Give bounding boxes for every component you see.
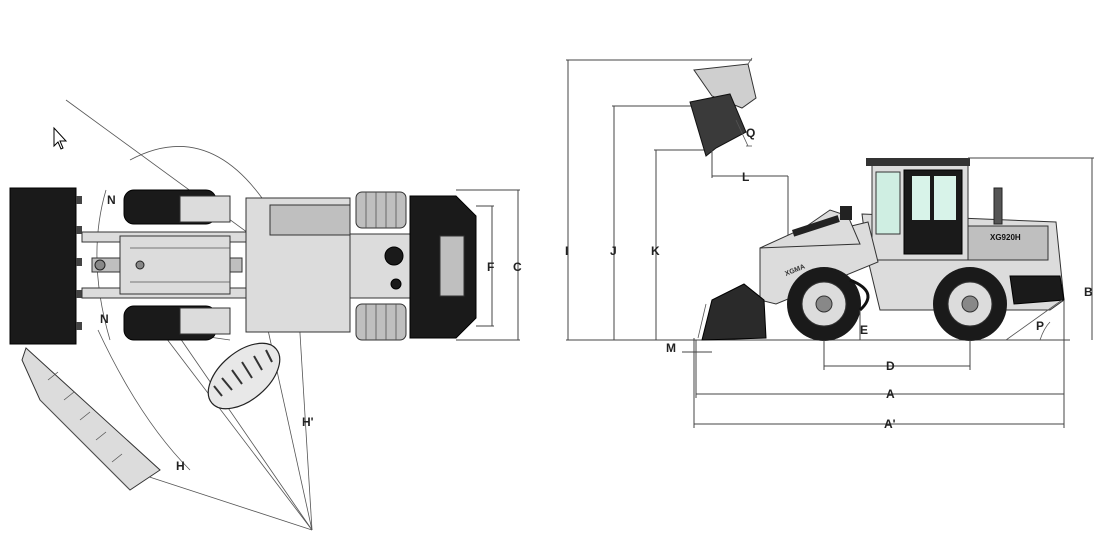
dimension-c (456, 189, 520, 341)
label-a-prime: A' (884, 417, 896, 431)
bucket-lowered (701, 283, 767, 341)
rear-wheel (933, 267, 1007, 341)
label-k: K (651, 244, 660, 258)
tire-turned (207, 342, 281, 410)
label-n-upper: N (107, 193, 116, 207)
loader-arms-top (81, 231, 253, 299)
label-m: M (666, 341, 676, 355)
label-n-lower: N (100, 312, 109, 326)
dimension-f (476, 205, 494, 327)
dimension-a (695, 300, 1065, 428)
label-f: F (487, 260, 494, 274)
loader-side: XG920H XGMA (697, 158, 1065, 341)
dimension-d (823, 340, 971, 370)
label-d: D (886, 359, 895, 373)
label-h-prime: H' (302, 415, 314, 429)
label-p: P (1036, 319, 1044, 333)
label-i: I (565, 244, 568, 258)
label-q: Q (746, 126, 755, 140)
mouse-pointer-icon (53, 126, 68, 150)
label-b: B (1084, 285, 1093, 299)
rear-tire-upper (355, 191, 407, 229)
dimension-i (566, 59, 752, 340)
label-e: E (860, 323, 868, 337)
exhaust-top-icon (384, 246, 404, 266)
side-view: XG920H XGMA (565, 57, 1094, 431)
label-l: L (742, 170, 749, 184)
bucket-raised-dump (689, 93, 752, 157)
model-label: XG920H (990, 233, 1021, 242)
bucket-top (9, 187, 77, 345)
dimension-a-prime (693, 356, 1064, 428)
label-c: C (513, 260, 522, 274)
exhaust-pipe (993, 187, 1003, 225)
cab (866, 158, 970, 261)
top-view: N N F C H H' (9, 99, 522, 531)
dimension-l (711, 150, 789, 240)
label-h: H (176, 459, 185, 473)
dimension-k (654, 149, 706, 340)
bucket-raised-full (693, 57, 757, 109)
label-a: A (886, 387, 895, 401)
dimension-j (612, 105, 696, 340)
departure-angle-p (1005, 299, 1063, 341)
front-wheel (787, 267, 861, 341)
dimension-b (968, 157, 1094, 340)
dimension-m (682, 338, 712, 356)
rear-tire-lower (355, 303, 407, 341)
bucket-teeth (76, 196, 82, 330)
label-j: J (610, 244, 617, 258)
bucket-turned (21, 347, 161, 491)
